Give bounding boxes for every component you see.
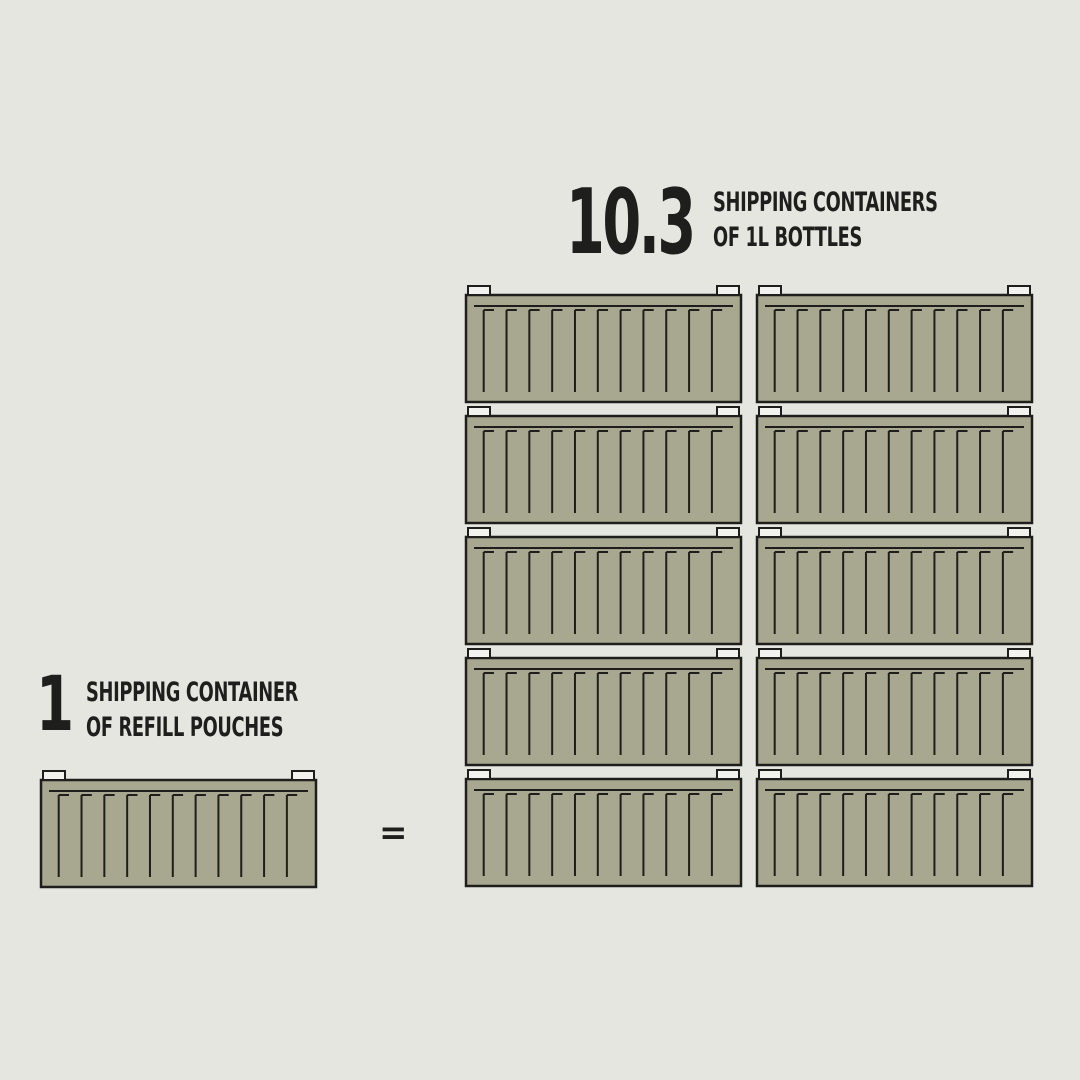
bottles-label-line1: SHIPPING CONTAINERS bbox=[713, 187, 938, 218]
bottle-shipping-container bbox=[755, 285, 1034, 404]
bottles-container-count: 10.3 bbox=[566, 170, 696, 275]
bottles-label: SHIPPING CONTAINERS OF 1L BOTTLES bbox=[713, 185, 938, 255]
bottle-shipping-container bbox=[755, 406, 1034, 525]
pouches-label-line2: OF REFILL POUCHES bbox=[86, 712, 284, 743]
pouches-label-line1: SHIPPING CONTAINER bbox=[86, 677, 299, 708]
bottle-shipping-container bbox=[464, 406, 743, 525]
bottle-shipping-container bbox=[464, 769, 743, 888]
bottles-label-line2: OF 1L BOTTLES bbox=[713, 222, 863, 253]
bottle-shipping-container bbox=[755, 527, 1034, 646]
bottle-shipping-container bbox=[464, 527, 743, 646]
bottle-shipping-container bbox=[755, 769, 1034, 888]
bottle-shipping-container bbox=[464, 648, 743, 767]
pouches-container-count: 1 bbox=[36, 659, 74, 748]
pouch-shipping-container bbox=[39, 770, 318, 889]
bottle-shipping-container bbox=[755, 648, 1034, 767]
bottle-shipping-container bbox=[464, 285, 743, 404]
pouches-label: SHIPPING CONTAINER OF REFILL POUCHES bbox=[86, 675, 298, 745]
equals-sign: = bbox=[379, 813, 408, 853]
